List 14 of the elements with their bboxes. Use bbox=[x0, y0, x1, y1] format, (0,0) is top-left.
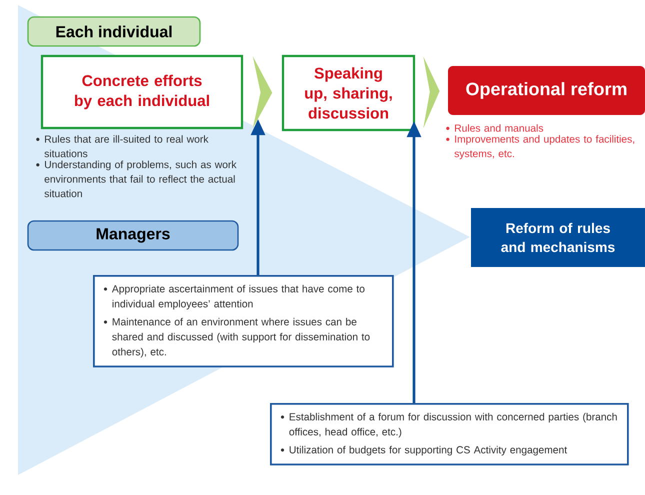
group-header: Each individual bbox=[27, 16, 201, 47]
chevron-arrow bbox=[252, 56, 272, 128]
result-box: Operational reform bbox=[448, 66, 645, 115]
chevron-arrow bbox=[423, 56, 440, 128]
bullet-note: Rules that are ill-suited to real work situations bbox=[36, 135, 208, 158]
group-header: Managers bbox=[27, 220, 239, 251]
bullet-list-box: Establishment of a forum for discussion with concerned parties (branch offices, head office, etc.) Utilization of budgets for supporting CS Activity engagement bbox=[270, 403, 629, 466]
result-box: Reform of rules and mechanisms bbox=[471, 208, 645, 267]
bullet-note: Improvements and updates to facilities, systems, etc. bbox=[446, 135, 634, 160]
step-box: Speaking up, sharing, discussion bbox=[282, 54, 416, 132]
step-box: Concrete efforts by each individual bbox=[40, 54, 244, 130]
bullet-note: Understanding of problems, such as work environments that fail to reflect the actual situation bbox=[36, 160, 237, 198]
bullet-note: Rules and manuals bbox=[446, 124, 544, 132]
bullet-list-box: Appropriate ascertainment of issues that have come to individual employees’ attention Maintenance of an environment where issues can be shared and discussed (with support for dissemination to others), etc. bbox=[93, 275, 394, 368]
